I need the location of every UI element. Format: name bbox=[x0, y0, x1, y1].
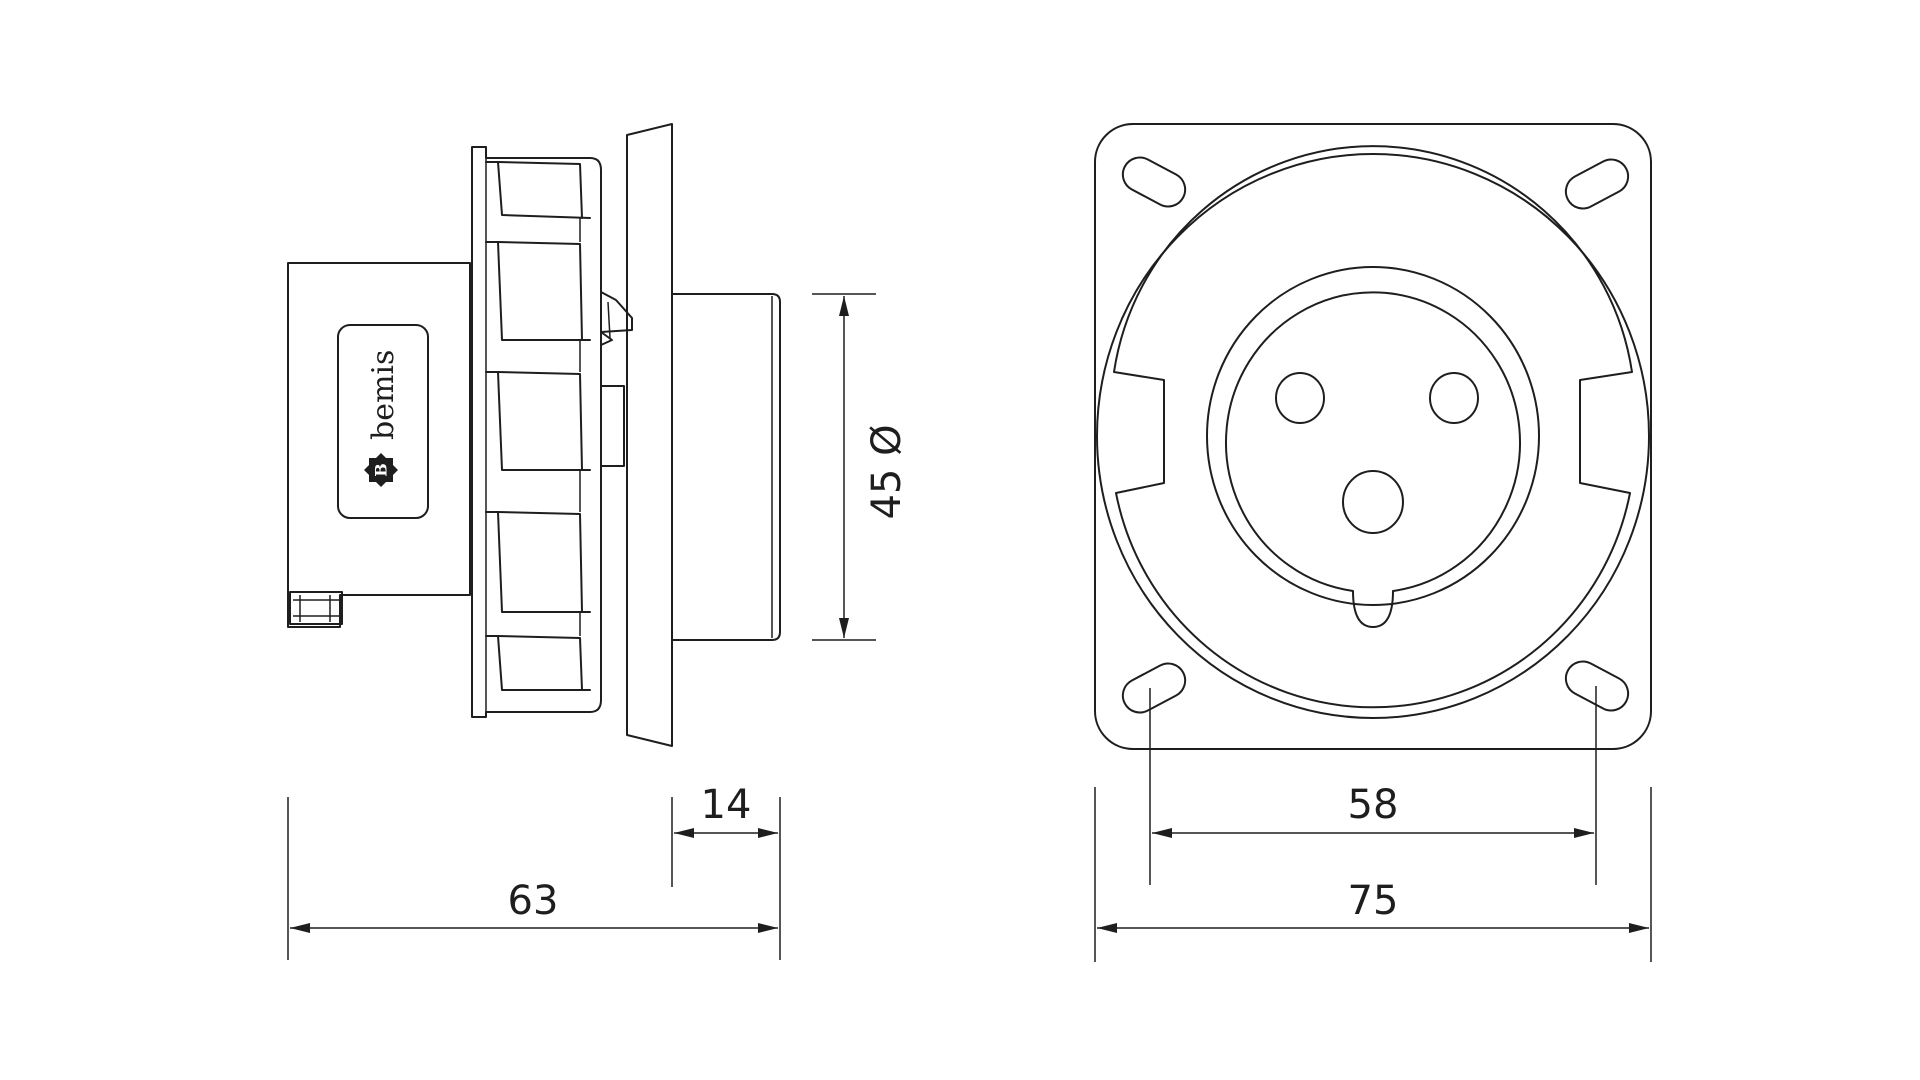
flange-plate bbox=[1094, 123, 1652, 750]
rear-housing bbox=[287, 262, 471, 628]
brand-badge-letter: B bbox=[372, 463, 391, 477]
dimension-diameter: 45 Ø bbox=[812, 293, 910, 641]
collar-fins bbox=[485, 161, 591, 691]
mounting-slot-top-right bbox=[1564, 158, 1630, 210]
mounting-slot-bottom-right bbox=[1564, 660, 1630, 712]
dimension-diameter-label: 45 Ø bbox=[864, 424, 910, 519]
dimension-protrusion-label: 14 bbox=[701, 782, 752, 828]
latch-hook bbox=[600, 291, 633, 346]
front-plug-face bbox=[671, 293, 781, 641]
dimension-overall-depth: 63 bbox=[287, 797, 781, 960]
pin-hole-right bbox=[1429, 372, 1479, 424]
socket-face bbox=[1225, 291, 1521, 628]
dimension-flange-width: 75 bbox=[1094, 787, 1652, 962]
dimension-hole-spacing: 58 bbox=[1149, 686, 1597, 885]
dimension-flange-width-label: 75 bbox=[1348, 878, 1399, 924]
mounting-slot-top-left bbox=[1121, 156, 1187, 208]
brand-name: bemis bbox=[366, 350, 401, 440]
neck-block bbox=[600, 385, 625, 467]
collar-outer-ring bbox=[1096, 153, 1650, 719]
pin-hole-left bbox=[1275, 372, 1325, 424]
mounting-slots bbox=[1121, 156, 1630, 714]
dimension-protrusion: 14 bbox=[671, 782, 781, 887]
socket-outer-ring bbox=[1206, 266, 1540, 606]
side-view: B bemis bbox=[287, 123, 781, 747]
brand-label: B bemis bbox=[337, 324, 429, 519]
pin-holes bbox=[1275, 372, 1479, 534]
mounting-flange bbox=[626, 123, 673, 747]
mounting-slot-bottom-left bbox=[1121, 662, 1187, 714]
ribbed-collar bbox=[471, 146, 602, 718]
dimension-hole-spacing-label: 58 bbox=[1348, 782, 1399, 828]
front-view bbox=[1094, 123, 1652, 750]
terminal-clip bbox=[289, 591, 343, 625]
pin-hole-earth bbox=[1342, 470, 1404, 534]
collar-inner-ring bbox=[1113, 145, 1633, 709]
dimension-overall-depth-label: 63 bbox=[508, 878, 559, 924]
dimension-lines: 45 Ø 14 63 58 75 bbox=[287, 293, 1652, 962]
brand-badge-icon: B bbox=[364, 453, 398, 487]
